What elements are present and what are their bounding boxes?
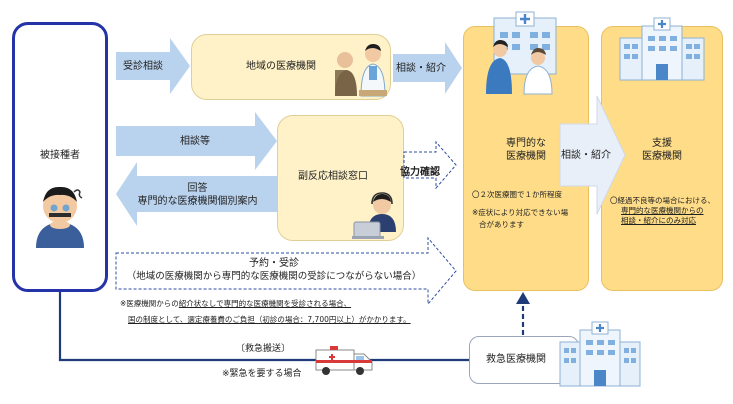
specialist-label-line2: 医療機関 bbox=[506, 151, 546, 162]
reserve-label-1: 予約・受診 bbox=[249, 258, 299, 269]
emergency-note: ※緊急を要する場合 bbox=[222, 369, 302, 379]
fee-note-1c: 専門的な医療機関を受診される場合、 bbox=[223, 299, 352, 308]
reserve-label-2: （地域の医療機関から専門的な医療機関の受診につながらない場合） bbox=[126, 271, 422, 282]
support-note-2: 専門的な医療機関からの bbox=[621, 206, 704, 215]
fee-note-line1: ※医療機関からの紹介状なしで専門的な医療機関を受診される場合、 bbox=[120, 299, 351, 309]
emergency-hospital-label: 救急医療機関 bbox=[486, 354, 546, 365]
doctor-consultation-icon bbox=[335, 44, 387, 97]
fee-note-1a: ※医療機関からの bbox=[120, 299, 179, 308]
ambulance-icon bbox=[315, 346, 373, 375]
local-clinic-label: 地域の医療機関 bbox=[246, 61, 316, 72]
worried-person-icon bbox=[36, 186, 84, 248]
operator-headset-icon bbox=[352, 192, 396, 239]
arrow-label-referral-2: 相談・紹介 bbox=[561, 150, 611, 161]
consultation-window-label: 副反応相談窓口 bbox=[298, 171, 368, 182]
specialist-note-2: ※症状により対応できない場 bbox=[472, 208, 569, 217]
arrow-label-referral-1: 相談・紹介 bbox=[396, 63, 446, 74]
support-note-3: 相談・紹介にのみ対応 bbox=[621, 216, 696, 225]
support-label-line2: 医療機関 bbox=[642, 151, 682, 162]
emergency-hospital-building-icon bbox=[559, 321, 641, 387]
arrow-label-consult-etc: 相談等 bbox=[180, 136, 210, 147]
cooperation-label: 協力確認 bbox=[400, 167, 440, 178]
specialist-label-line1: 専門的な bbox=[506, 138, 546, 149]
patient-label: 被接種者 bbox=[40, 150, 80, 161]
arrow-label-reply-1: 回答 bbox=[187, 183, 208, 194]
arrow-label-reply-2: 専門的な医療機関個別案内 bbox=[137, 196, 258, 207]
specialist-note-3: 合があります bbox=[479, 220, 524, 229]
support-note-1: 〇経過不良等の場合における、 bbox=[610, 196, 715, 205]
fee-note-line2: 国の制度として、選定療養費のご負担（初診の場合：7,700円以上）がかかります。 bbox=[128, 315, 411, 324]
emergency-transport-label: 〔救急搬送〕 bbox=[236, 344, 291, 354]
hospital-building-icon bbox=[619, 17, 705, 81]
hospital-doctor-icon bbox=[486, 11, 557, 95]
fee-note-1b: 紹介状なしで bbox=[178, 299, 224, 308]
local-clinic-box bbox=[191, 34, 391, 100]
specialist-note-1: 〇２次医療圏で１か所程度 bbox=[472, 190, 562, 199]
arrow-label-consult: 受診相談 bbox=[123, 61, 163, 72]
support-label-line1: 支援 bbox=[652, 138, 672, 149]
